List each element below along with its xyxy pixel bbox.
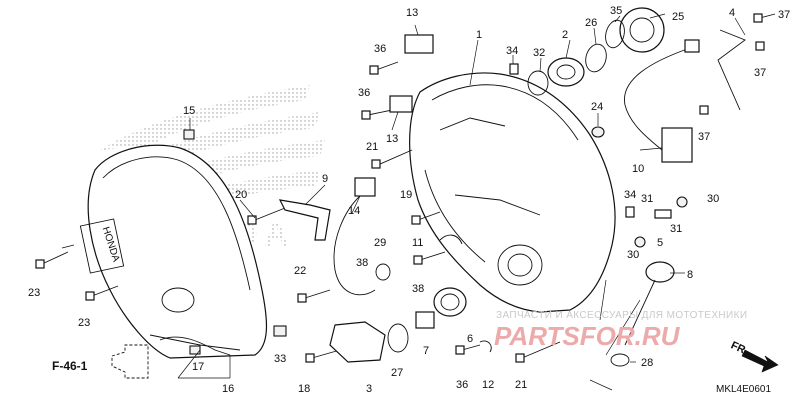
callout-labels: 1 2 3 4 5 6 7 8 9 10 11 12 13 13 14 15 1… (28, 5, 790, 395)
bearing (619, 7, 665, 53)
callout: 8 (687, 269, 693, 281)
callout: 22 (294, 265, 306, 277)
callout: 32 (533, 47, 545, 59)
callout: 36 (358, 87, 370, 99)
reference-arrow: F-46-1 (52, 344, 149, 379)
callout: 31 (641, 193, 653, 205)
callout: 34 (506, 45, 518, 57)
diagram-code: MKL4E0601 (716, 384, 771, 395)
dipstick-8 (624, 261, 675, 346)
callout: 9 (322, 173, 328, 185)
pipe-11 (439, 234, 463, 245)
sensor-harness (624, 29, 746, 163)
washer-30 (676, 196, 688, 208)
callout: 37 (754, 67, 766, 79)
hub-part-2 (547, 57, 585, 87)
callout: 10 (632, 163, 644, 175)
callout: 11 (412, 237, 423, 249)
reference-code: F-46-1 (52, 359, 88, 373)
grommet-29 (375, 263, 391, 281)
callout: 29 (374, 237, 386, 249)
callout: 2 (562, 29, 568, 41)
o-ring-28 (610, 353, 630, 367)
watermark-logo: PARTSFOR.RU (494, 321, 681, 351)
callout: 24 (591, 101, 603, 113)
callout: 31 (670, 223, 682, 235)
sensor-14 (354, 177, 376, 197)
callout: 36 (374, 43, 386, 55)
callout: 27 (391, 367, 403, 379)
callout: 7 (423, 345, 429, 357)
callout: 30 (627, 249, 639, 261)
callout: 21 (366, 141, 378, 153)
clip-13-top (404, 34, 434, 54)
callout: 30 (707, 193, 719, 205)
cap-15 (183, 129, 195, 140)
stay-9 (278, 199, 331, 241)
seal-24 (591, 126, 605, 138)
bolt-group (35, 13, 776, 363)
callout: 38 (356, 257, 368, 269)
callout: 26 (585, 17, 597, 29)
callout: 17 (192, 361, 204, 373)
o-ring-32 (527, 70, 549, 96)
callout: 18 (298, 383, 310, 395)
callout: 14 (348, 205, 360, 217)
callout: 4 (729, 7, 735, 19)
callout: 1 (476, 29, 482, 41)
dowel-34-lower (625, 206, 635, 218)
main-crankcase-cover (409, 72, 616, 313)
callout: 34 (624, 189, 636, 201)
callout: 13 (386, 133, 398, 145)
leader-lines (61, 13, 746, 391)
clip-13-mid (389, 95, 413, 113)
grommet-17 (189, 345, 201, 355)
dowel-34-top (509, 63, 519, 75)
callout: 12 (482, 379, 494, 391)
callout: 38 (412, 283, 424, 295)
callout: 35 (610, 5, 622, 17)
front-direction-indicator: FR. (729, 339, 779, 373)
callout: 25 (672, 11, 684, 23)
callout: 16 (222, 383, 234, 395)
callout: 5 (657, 237, 663, 249)
oil-filter-6 (433, 287, 467, 317)
callout: 21 (515, 379, 527, 391)
callout: 20 (235, 189, 247, 201)
callout: 23 (28, 287, 40, 299)
harness-14 (333, 195, 376, 296)
collar-33 (273, 325, 287, 337)
circlip-35 (605, 19, 625, 49)
callout: 3 (366, 383, 372, 395)
left-side-cover: HONDA (79, 144, 268, 359)
shop-watermark: ЗАПЧАСТИ И АКСЕССУАРЫ ДЛЯ МОТОТЕХНИКИ PA… (494, 310, 747, 351)
gasket-16 (159, 336, 231, 356)
watermark-caption: ЗАПЧАСТИ И АКСЕССУАРЫ ДЛЯ МОТОТЕХНИКИ (496, 310, 747, 321)
callout: 6 (467, 333, 473, 345)
callout: 33 (274, 353, 286, 365)
callout: 13 (406, 7, 418, 19)
washer-30-lower (634, 236, 646, 248)
cover-plate-3 (329, 321, 386, 363)
o-ring-26 (585, 43, 607, 73)
callout: 23 (78, 317, 90, 329)
bolt-31 (654, 209, 672, 219)
o-ring-27 (387, 323, 409, 353)
callout: 37 (698, 131, 710, 143)
callout: 37 (778, 9, 790, 21)
callout: 19 (400, 189, 412, 201)
callout: 36 (456, 379, 468, 391)
spring-7 (415, 311, 435, 329)
clip-12 (479, 340, 492, 353)
callout: 28 (641, 357, 653, 369)
callout: 15 (183, 105, 195, 117)
